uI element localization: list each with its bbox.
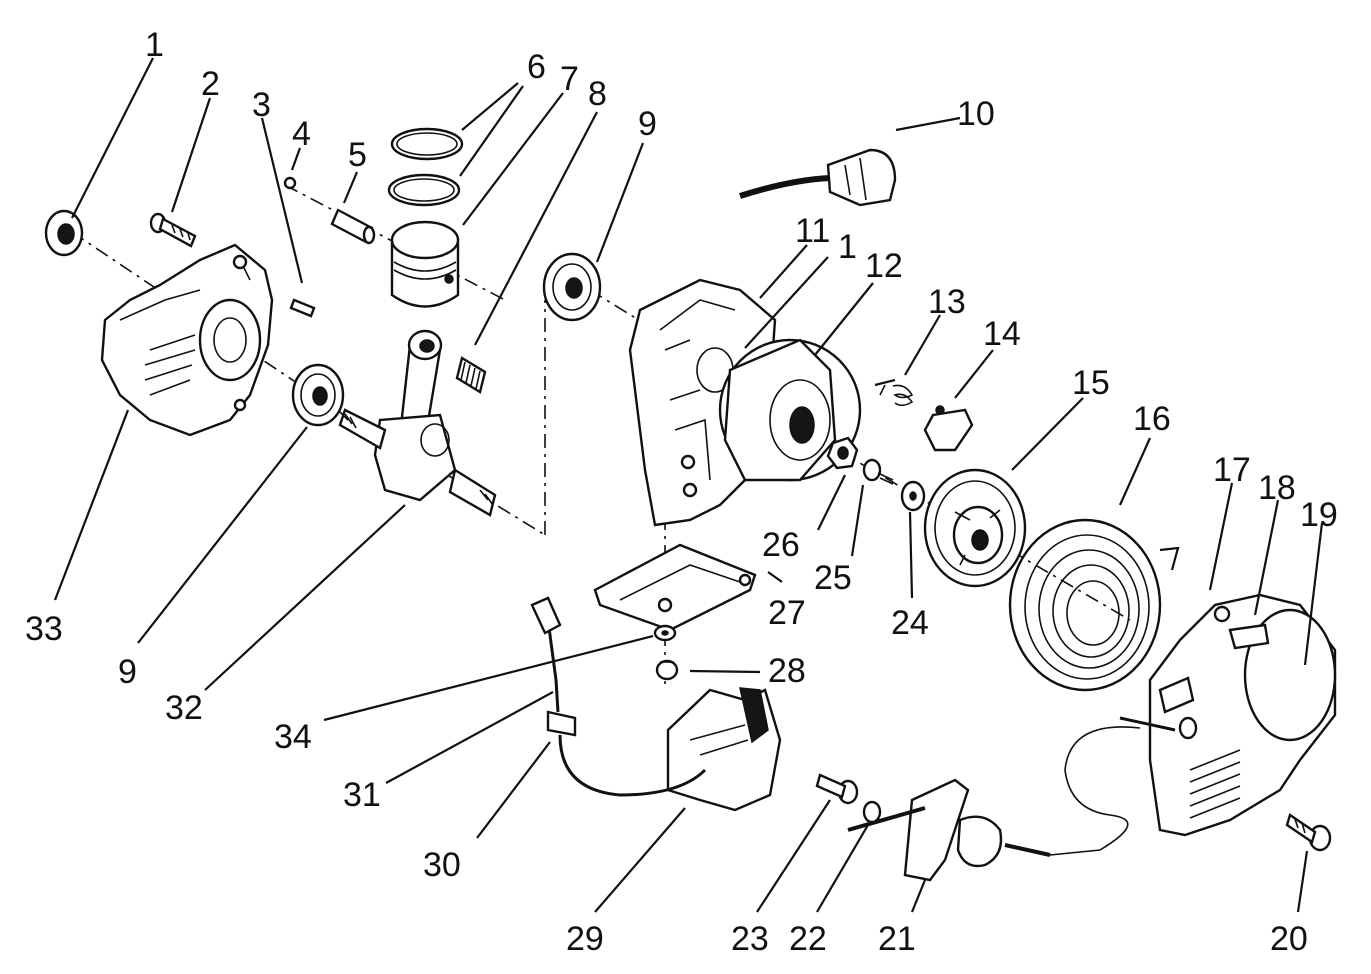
bracket-washer (653, 624, 677, 642)
bracket-screw (655, 659, 679, 681)
callout-21: 21 (878, 920, 916, 958)
piston-pin (330, 208, 376, 245)
dowel-pin (289, 298, 316, 318)
flywheel (718, 338, 862, 482)
starter-rope (1004, 716, 1176, 857)
pawl-spring (874, 378, 914, 407)
callout-22: 22 (789, 920, 827, 958)
callout-7: 7 (560, 60, 579, 98)
pulley-washer (900, 480, 926, 512)
spark-plug-boot (739, 148, 897, 207)
callout-1-right: 1 (838, 228, 857, 266)
crankshaft-assembly (338, 329, 497, 517)
callout-28: 28 (768, 652, 806, 690)
ignition-screw (815, 773, 859, 805)
callout-30: 30 (423, 846, 461, 884)
callout-16: 16 (1133, 400, 1171, 438)
crank-bearing-left (291, 363, 345, 427)
callout-29: 29 (566, 920, 604, 958)
ignition-wire-terminal (530, 596, 562, 713)
callout-18: 18 (1258, 469, 1296, 507)
piston-rings (387, 127, 464, 207)
callout-27: 27 (768, 594, 806, 632)
callout-34: 34 (274, 718, 312, 756)
callout-8: 8 (588, 75, 607, 113)
crankcase-bolt (149, 212, 197, 248)
flywheel-nut (826, 436, 859, 470)
ignition-coil (546, 687, 782, 812)
housing-screw (1285, 813, 1332, 852)
callout-17: 17 (1213, 451, 1251, 489)
callout-6: 6 (527, 48, 546, 86)
callout-9-bottom: 9 (118, 653, 137, 691)
oil-seal-left (44, 209, 84, 257)
piston (390, 220, 460, 308)
pulley-screw (862, 458, 894, 485)
callout-15: 15 (1072, 364, 1110, 402)
callout-9-top: 9 (638, 105, 657, 143)
callout-3: 3 (252, 86, 271, 124)
callout-14: 14 (983, 315, 1021, 353)
callout-13: 13 (928, 283, 966, 321)
needle-bearing (455, 356, 487, 394)
starter-pulley (923, 468, 1027, 588)
callout-12: 12 (865, 247, 903, 285)
starter-pawl (923, 405, 974, 452)
callout-26: 26 (762, 526, 800, 564)
leader-lines (53, 57, 1324, 913)
crank-bearing-right (542, 252, 602, 322)
piston-circlip (283, 176, 297, 190)
callout-5: 5 (348, 136, 367, 174)
callout-31: 31 (343, 776, 381, 814)
recoil-spring (1008, 518, 1180, 692)
callout-11: 11 (795, 212, 830, 250)
crankcase-left (100, 243, 274, 437)
callout-20: 20 (1270, 920, 1308, 958)
callout-2: 2 (201, 65, 220, 103)
callout-4: 4 (292, 115, 311, 153)
starter-handle (903, 778, 1003, 882)
callout-32: 32 (165, 689, 203, 727)
callout-25: 25 (814, 559, 852, 597)
callout-10: 10 (957, 95, 995, 133)
callout-24: 24 (891, 604, 929, 642)
callout-1: 1 (145, 26, 164, 64)
callout-23: 23 (731, 920, 769, 958)
callout-19: 19 (1300, 496, 1338, 534)
handle-bolt (847, 800, 926, 832)
starter-housing (1148, 593, 1337, 837)
callout-33: 33 (25, 610, 63, 648)
callout-labels: 1 2 3 4 5 6 7 8 9 10 11 1 12 13 14 15 16… (25, 26, 1338, 958)
coil-bracket (593, 543, 757, 632)
